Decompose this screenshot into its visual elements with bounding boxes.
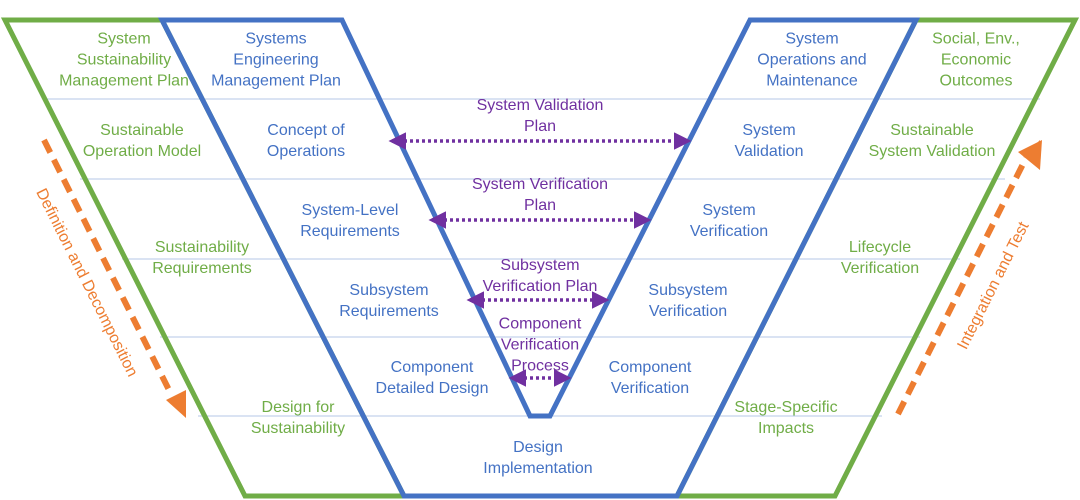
- design-implementation: Design Implementation: [483, 439, 593, 477]
- system-validation-plan: System Validation Plan: [476, 97, 604, 135]
- component-verification: Component Verification: [608, 359, 692, 397]
- stage-specific-impacts: Stage-Specific Impacts: [734, 399, 838, 437]
- system-level-requirements: System-Level Requirements: [300, 202, 400, 240]
- blue-v-outline: [157, 17, 921, 499]
- system-operations-and-maintenance: System Operations and Maintenance: [757, 30, 867, 90]
- lifecycle-verification: Lifecycle Verification: [840, 239, 920, 277]
- component-verification-process: Component Verification Process: [498, 315, 582, 375]
- decomposition-arrow-shaft: [41, 138, 173, 394]
- integration-arrow-shaft: [895, 156, 1029, 416]
- concept-of-operations: Concept of Operations: [266, 122, 346, 160]
- sustainable-system-validation: Sustainable System Validation: [868, 122, 996, 160]
- subsystem-verification-plan: Subsystem Verification Plan: [482, 257, 598, 295]
- integration-arrowhead-fill: [1018, 140, 1042, 170]
- social-env-economic-outcomes: Social, Env., Economic Outcomes: [932, 30, 1020, 90]
- system-validation: System Validation: [734, 122, 804, 160]
- system-verification-plan: System Verification Plan: [471, 176, 609, 214]
- sustainable-operation-model: Sustainable Operation Model: [82, 122, 202, 160]
- system-verification: System Verification: [689, 202, 769, 240]
- sustainability-requirements: Sustainability Requirements: [152, 239, 252, 277]
- design-for-sustainability: Design for Sustainability: [250, 399, 346, 437]
- decomposition-arrowhead: [166, 390, 186, 418]
- system-sustainability-management-plan: System Sustainability Management Plan: [59, 30, 189, 90]
- systems-engineering-management-plan: Systems Engineering Management Plan: [211, 30, 341, 90]
- component-detailed-design: Component Detailed Design: [375, 359, 489, 397]
- subsystem-requirements: Subsystem Requirements: [339, 282, 439, 320]
- subsystem-verification: Subsystem Verification: [648, 282, 728, 320]
